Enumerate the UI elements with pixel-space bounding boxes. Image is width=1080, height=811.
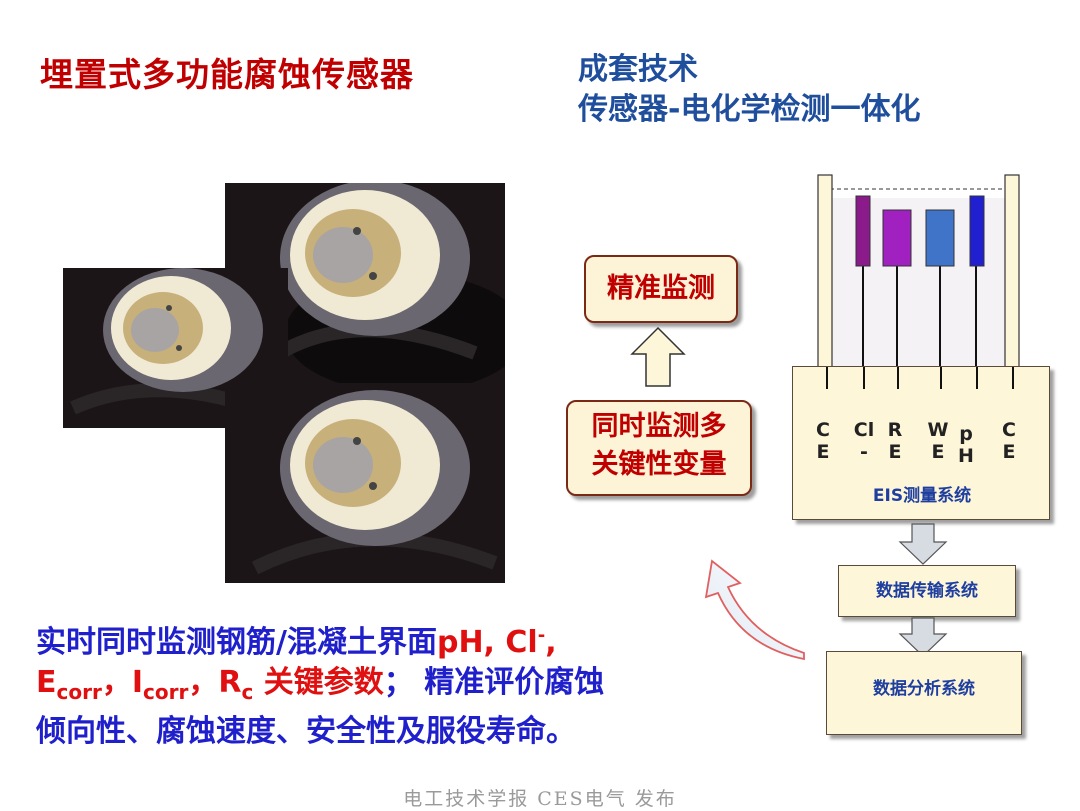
data-analysis-system: 数据分析系统 <box>826 651 1022 735</box>
electrode-label-cl: Cl- <box>853 419 875 463</box>
sensor-schematic <box>817 174 1020 379</box>
description-line-1: 实时同时监测钢筋/混凝土界面pH, Cl-, <box>36 625 557 660</box>
up-arrow-icon <box>630 326 686 387</box>
multi-variable-line-1: 同时监测多 <box>591 411 727 442</box>
down-arrow-icon-1 <box>898 523 948 565</box>
curved-arrow-icon <box>704 559 805 661</box>
description-line-2: Ecorr，Icorr，Rc 关键参数； 精准评价腐蚀 <box>36 665 605 704</box>
multi-variable-line-2: 关键性变量 <box>591 449 727 480</box>
electrode-leads <box>826 367 1014 389</box>
subtitle-block: 成套技术 传感器-电化学检测一体化 <box>578 50 920 130</box>
multi-variable-box: 同时监测多 关键性变量 <box>566 400 752 496</box>
footer-watermark: 电工技术学报 CES电气 发布 <box>403 788 677 810</box>
subtitle-line-2: 传感器-电化学检测一体化 <box>578 92 921 127</box>
data-transfer-system: 数据传输系统 <box>838 565 1016 617</box>
description-text: 实时同时监测钢筋/混凝土界面pH, Cl-, Ecorr，Icorr，Rc 关键… <box>36 616 604 752</box>
eis-label: EIS测量系统 <box>872 486 972 506</box>
subtitle-line-1: 成套技术 <box>578 52 698 87</box>
description-line-3: 倾向性、腐蚀速度、安全性及服役寿命。 <box>36 714 576 749</box>
page-title: 埋置式多功能腐蚀传感器 <box>40 55 414 94</box>
sensor-photo-bottom <box>225 383 505 583</box>
sensor-photo-top <box>225 183 505 383</box>
precise-monitoring-box: 精准监测 <box>584 255 738 323</box>
down-arrow-icon-2 <box>898 617 948 657</box>
